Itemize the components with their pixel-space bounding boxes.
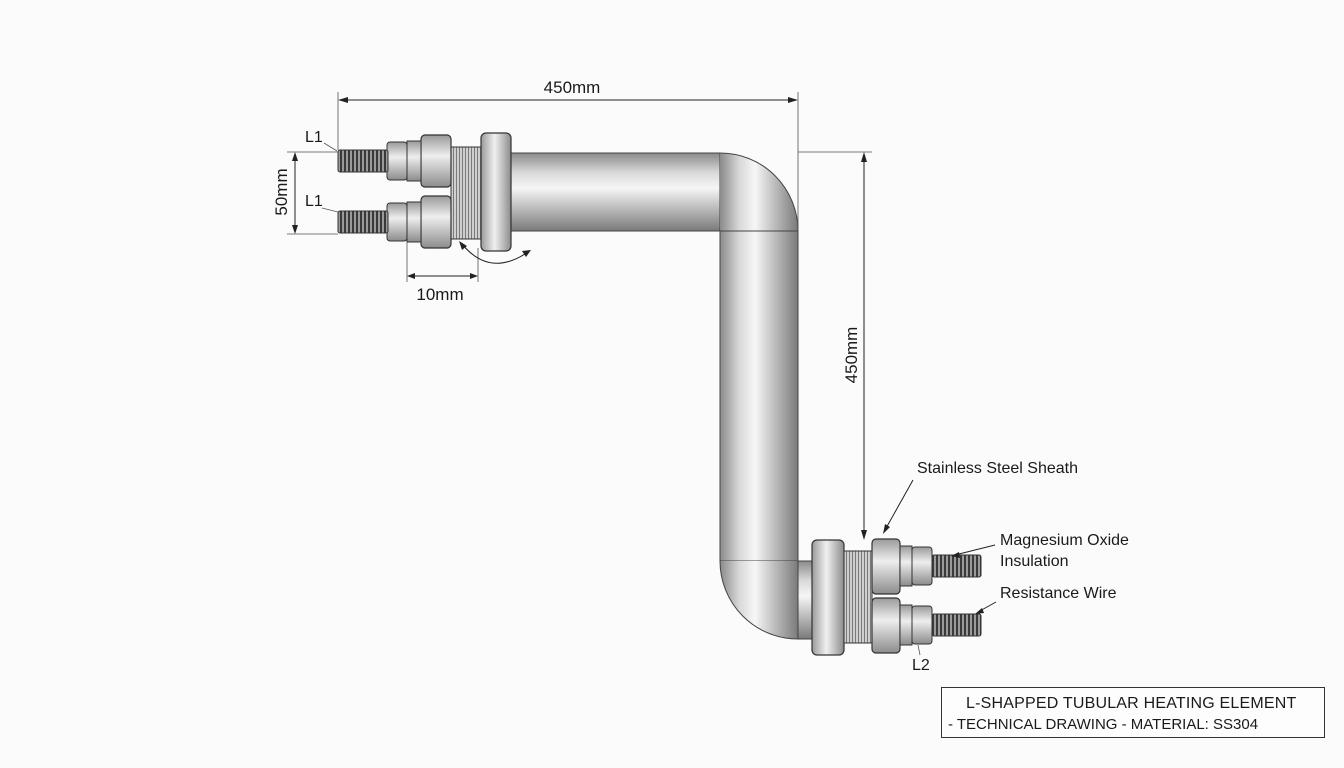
dimension-vertical-length: 450mm [798, 151, 872, 540]
small-nut [911, 605, 933, 645]
terminal-nut [899, 604, 913, 646]
title-block-line2: - TECHNICAL DRAWING - MATERIAL: SS304 [948, 716, 1259, 733]
terminal-nut [406, 201, 422, 243]
hex-nut [871, 538, 901, 595]
dimension-label-spacing: 50mm [272, 168, 291, 215]
dimension-label-vertical: 450mm [842, 327, 861, 384]
heating-tube [504, 152, 821, 640]
threaded-stud [337, 149, 389, 173]
terminal-nut [899, 545, 913, 587]
dimension-offset: 10mm [406, 241, 531, 304]
threaded-stud [931, 613, 982, 637]
hex-nut [420, 195, 452, 249]
title-block-line1: L-SHAPPED TUBULAR HEATING ELEMENT [966, 695, 1297, 712]
terminal-labels: L1 L1 L2 [305, 129, 930, 674]
terminal-label-l1-lower: L1 [305, 193, 323, 210]
small-nut [386, 141, 408, 181]
hex-nut [871, 597, 901, 654]
callout-wire: Resistance Wire [1000, 585, 1117, 602]
mounting-flange [480, 132, 512, 252]
title-block: L-SHAPPED TUBULAR HEATING ELEMENT - TECH… [941, 687, 1325, 738]
hex-nut [420, 134, 452, 188]
terminal-assembly-top [337, 132, 512, 252]
threaded-bushing [843, 550, 873, 644]
dimension-terminal-spacing: 50mm [272, 151, 338, 235]
dimension-top-length: 450mm [337, 78, 799, 231]
threaded-stud [931, 554, 982, 578]
terminal-nut [406, 140, 422, 182]
terminal-label-l1-upper: L1 [305, 129, 323, 146]
callout-sheath: Stainless Steel Sheath [917, 460, 1078, 477]
callouts: Stainless Steel Sheath Magnesium Oxide I… [883, 460, 1129, 614]
callout-insulation-line2: Insulation [1000, 553, 1069, 570]
dimension-label-top: 450mm [544, 78, 601, 97]
mounting-flange [811, 539, 845, 656]
callout-insulation-line1: Magnesium Oxide [1000, 532, 1129, 549]
dimension-label-offset: 10mm [416, 285, 463, 304]
terminal-label-l2: L2 [912, 657, 930, 674]
small-nut [386, 202, 408, 242]
threaded-bushing [450, 146, 482, 240]
terminal-assembly-bottom [811, 538, 982, 656]
small-nut [911, 546, 933, 586]
threaded-stud [337, 210, 389, 234]
